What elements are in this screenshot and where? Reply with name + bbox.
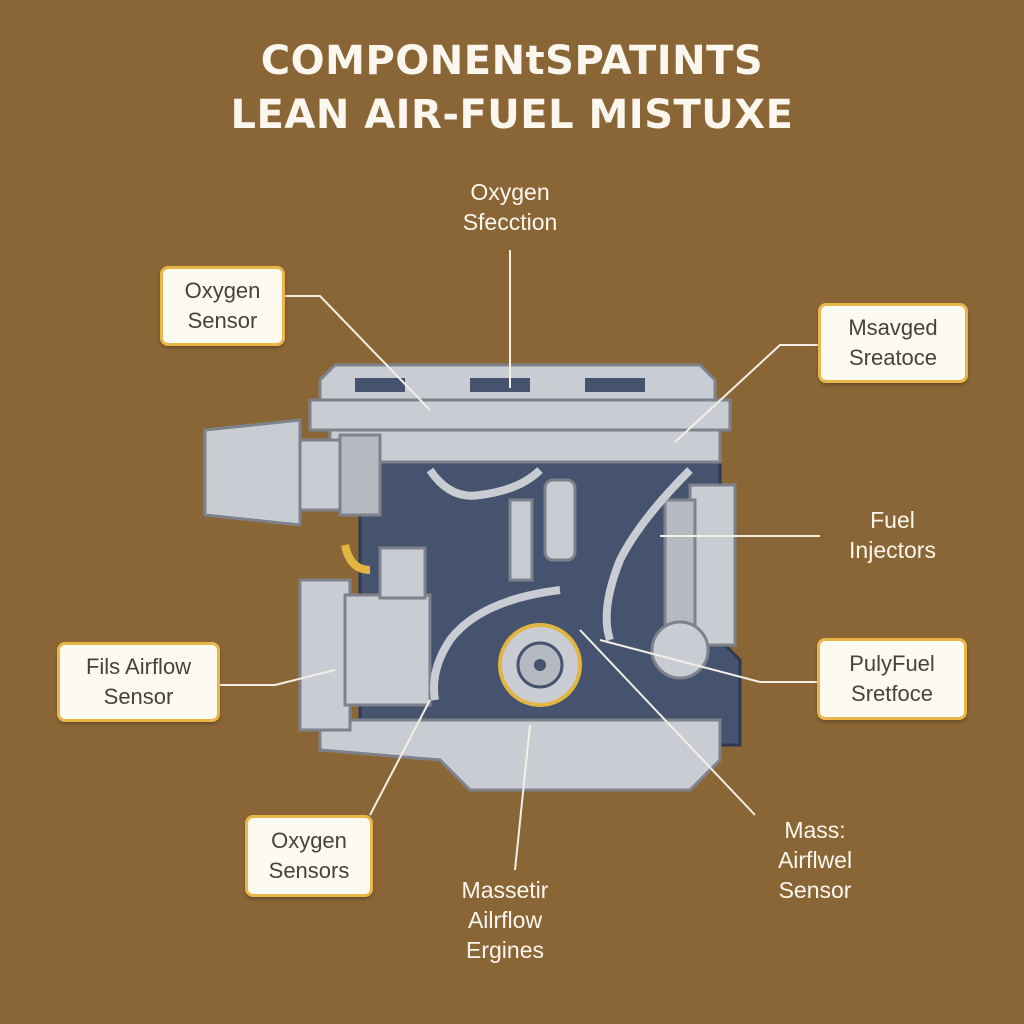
injector-stem <box>508 498 534 582</box>
right-housing-inner <box>663 498 697 632</box>
label-massetir-airflow-ergines: Massetir Ailrflow Ergines <box>461 877 549 963</box>
label-oxygen-sensors: Oxygen Sensors <box>245 815 373 897</box>
leader-line <box>220 669 336 686</box>
label-oxygen-sfecction: Oxygen Sfecction <box>462 179 558 235</box>
leader-line <box>514 724 531 871</box>
right-pulley <box>650 620 710 680</box>
oil-pan <box>318 718 722 792</box>
label-fils-airflow-sensor: Fils Airflow Sensor <box>57 642 220 722</box>
sensor-module <box>378 546 427 600</box>
leader-line <box>599 639 820 683</box>
valve-cover-slot <box>585 378 645 392</box>
valve-cover-slot <box>355 378 405 392</box>
label-text: PulyFuel Sretfoce <box>849 651 935 706</box>
fuel-hose <box>602 467 693 642</box>
leader-line <box>285 295 431 411</box>
sensor-wire <box>341 544 371 574</box>
label-mass-airfwel-sensor: Mass: Airflwel Sensor <box>777 817 853 903</box>
label-pulyfuel-sretfoce: PulyFuel Sretfoce <box>817 638 967 720</box>
engine-illustration <box>203 363 742 792</box>
leader-line <box>674 344 820 443</box>
title-line-2: LEAN AIR-FUEL MISTUXE <box>230 92 794 138</box>
leader-lines <box>220 250 820 871</box>
title-line-1: COMPONENtSPATINTS <box>260 38 764 84</box>
label-text: Msavged Sreatoce <box>848 315 938 370</box>
fuel-hose <box>426 467 543 500</box>
leader-line <box>369 699 431 816</box>
intake-manifold <box>308 398 732 432</box>
right-housing <box>688 483 737 647</box>
label-msavged-sreatoce: Msavged Sreatoce <box>818 303 968 383</box>
label-text: Fils Airflow Sensor <box>85 654 192 709</box>
alternator-body <box>343 593 432 707</box>
injector <box>543 478 577 562</box>
leader-line <box>579 629 756 816</box>
label-text: Oxygen Sensor <box>184 278 261 333</box>
alternator-housing <box>298 578 352 732</box>
intake-plenum <box>328 428 722 464</box>
valve-cover-slot <box>470 378 530 392</box>
fuel-hose <box>430 586 561 701</box>
air-intake-horn <box>203 418 302 527</box>
crank-pulley <box>498 623 582 707</box>
label-oxygen-sensor: Oxygen Sensor <box>160 266 285 346</box>
label-text: Oxygen Sensors <box>268 828 350 883</box>
air-intake-flange <box>338 433 382 517</box>
label-fuel-injectors: Fuel Injectors <box>849 507 936 563</box>
